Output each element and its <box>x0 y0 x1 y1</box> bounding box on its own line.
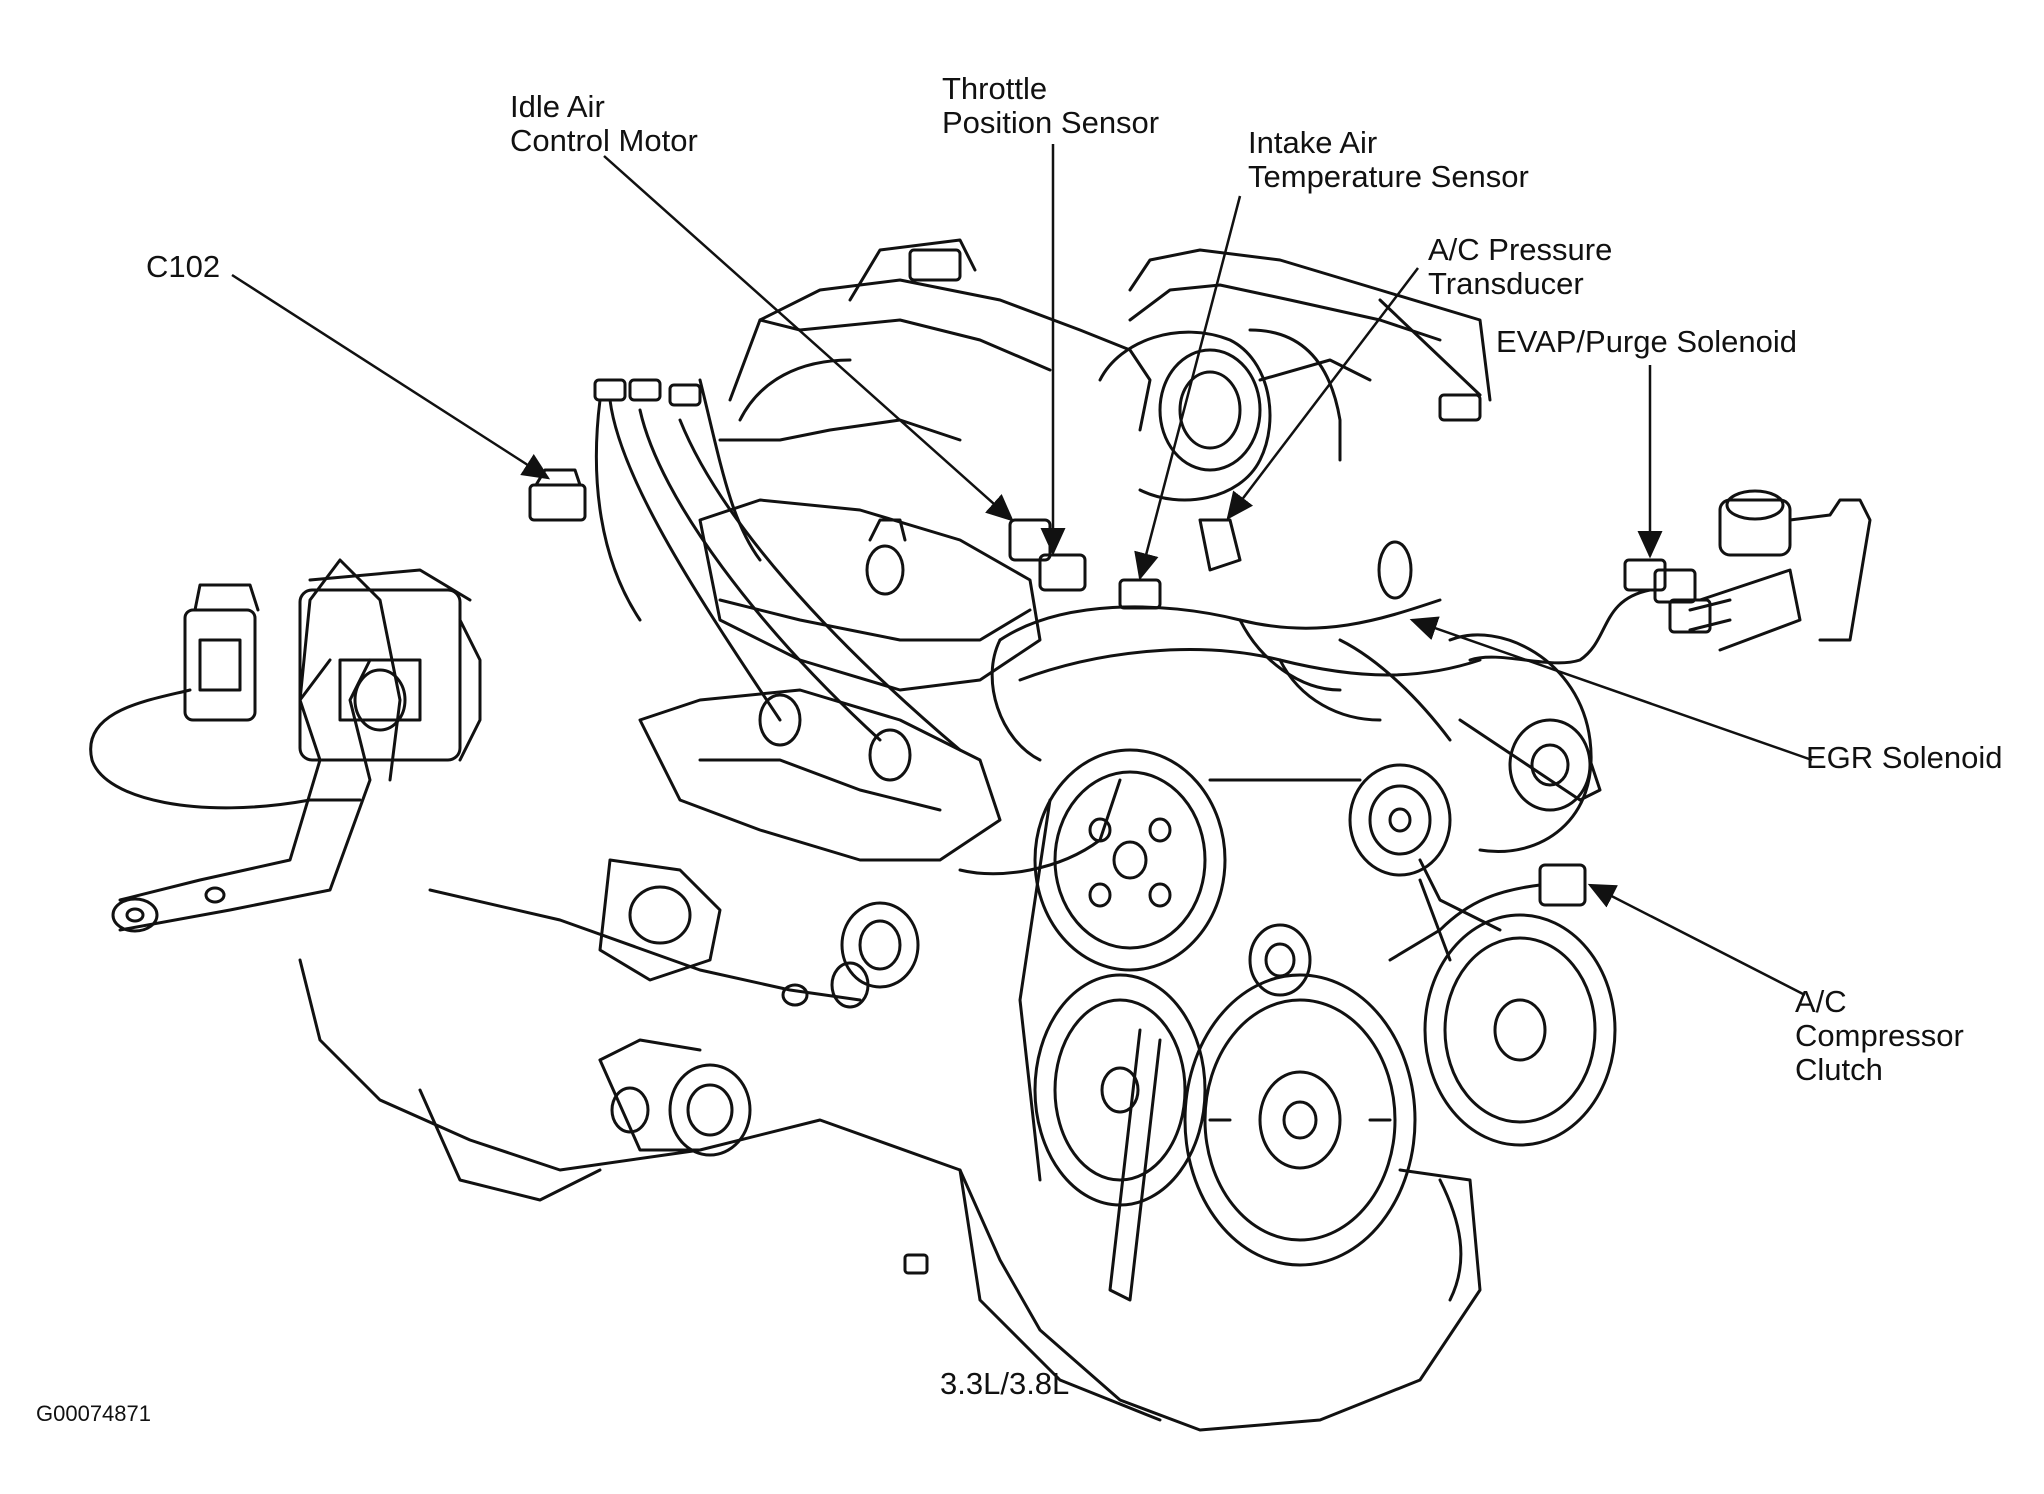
ac-transducer <box>1198 518 1242 572</box>
thermostat-housing <box>668 1063 752 1157</box>
c102-connector <box>528 468 587 522</box>
power-steering-pulley <box>1033 973 1207 1207</box>
leader-lines <box>231 144 1813 997</box>
left-mount-bracket <box>118 658 332 902</box>
label-line: A/C Pressure <box>1428 232 1613 267</box>
label-line: Throttle <box>942 71 1048 106</box>
label-line: Intake Air <box>1248 125 1378 160</box>
label-intake-air-temperature-sensor: Intake Air Temperature Sensor <box>1248 126 1529 194</box>
alternator <box>1448 633 1593 853</box>
label-line: Compressor <box>1795 1018 1964 1053</box>
left-module-box <box>298 568 482 762</box>
caption-engine-size: 3.3L/3.8L <box>940 1367 1069 1401</box>
label-ac-compressor-clutch: A/C Compressor Clutch <box>1795 985 1964 1087</box>
label-line: Temperature Sensor <box>1248 159 1529 194</box>
valve-cover-left <box>698 498 1042 692</box>
evap-connector <box>1623 558 1667 592</box>
label-egr-solenoid: EGR Solenoid <box>1806 741 2002 775</box>
evap-purge-solenoid <box>1653 489 1872 652</box>
label-ac-pressure-transducer: A/C Pressure Transducer <box>1428 233 1612 301</box>
label-throttle-position-sensor: Throttle Position Sensor <box>942 72 1159 140</box>
belt-tensioner <box>1248 923 1312 997</box>
iat-sensor <box>1118 578 1162 610</box>
label-c102-text: C102 <box>146 249 221 284</box>
leader-intake-air <box>1134 195 1242 581</box>
egr-solenoid-body <box>1377 540 1413 600</box>
wiring-harness <box>990 598 1602 802</box>
leader-idle-air <box>603 155 1014 522</box>
water-pump-pulley <box>1033 748 1227 972</box>
throttle-body <box>1098 330 1272 502</box>
air-tube <box>1248 328 1342 462</box>
engine-illustration <box>89 238 1872 1432</box>
lower-intake <box>638 688 1002 862</box>
ac-compressor <box>1418 858 1617 1147</box>
figure-id-text: G00074871 <box>36 1401 151 1426</box>
label-line: Position Sensor <box>942 105 1160 140</box>
figure-id: G00074871 <box>36 1402 151 1426</box>
label-line: Clutch <box>1795 1052 1883 1087</box>
crankshaft-pulley <box>1183 973 1417 1267</box>
label-line: Control Motor <box>510 123 698 158</box>
label-line: A/C <box>1795 984 1847 1019</box>
idler-pulley <box>1348 763 1452 877</box>
caption-text: 3.3L/3.8L <box>940 1366 1070 1401</box>
leader-ac-pressure <box>1226 267 1419 520</box>
left-sensor-connector <box>89 583 362 810</box>
label-line: EVAP/Purge Solenoid <box>1496 324 1798 359</box>
leader-egr <box>1409 616 1813 762</box>
engine-block-outline <box>298 958 1482 1432</box>
label-line: Transducer <box>1428 266 1584 301</box>
leader-ac-clutch <box>1587 883 1806 997</box>
label-line: Idle Air <box>510 89 605 124</box>
label-c102: C102 <box>146 250 220 284</box>
spark-plug-wires <box>593 378 962 752</box>
label-line: EGR Solenoid <box>1806 740 2003 775</box>
intake-plenum <box>728 278 1152 432</box>
leader-c102 <box>231 273 551 480</box>
drive-belt <box>1018 778 1452 1182</box>
label-evap-purge-solenoid: EVAP/Purge Solenoid <box>1496 325 1797 359</box>
dipstick-tube <box>1108 1028 1162 1302</box>
ac-clutch-connector <box>1538 863 1587 907</box>
label-idle-air-control-motor: Idle Air Control Motor <box>510 90 698 158</box>
